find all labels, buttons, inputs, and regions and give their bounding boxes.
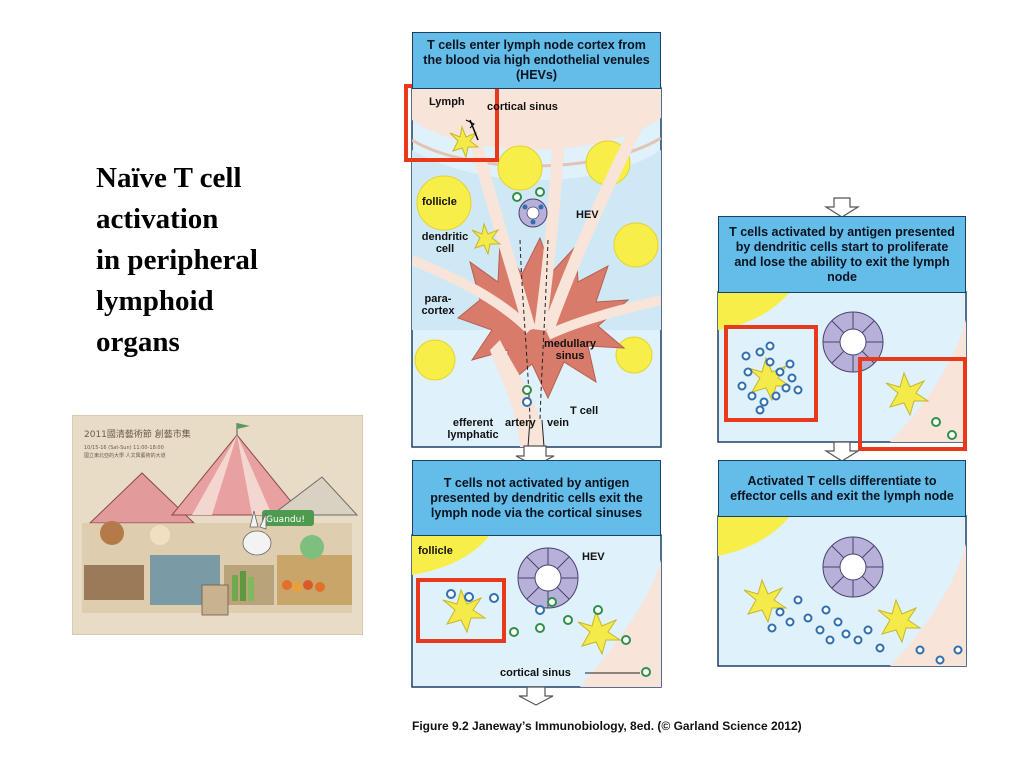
figure-caption: Figure 9.2 Janeway’s Immunobiology, 8ed.… bbox=[412, 719, 802, 733]
label-efferent-lymphatic: efferent lymphatic bbox=[447, 417, 499, 441]
title-line-4: lymphoid bbox=[96, 285, 214, 317]
arrow-bottom-exit bbox=[518, 686, 554, 706]
label-artery: artery bbox=[505, 417, 536, 429]
label-follicle: follicle bbox=[422, 196, 457, 208]
poster-sign-text: Guandu! bbox=[266, 515, 305, 525]
title-line-5: organs bbox=[96, 326, 180, 358]
bottom-left-panel-diagram bbox=[411, 534, 662, 688]
arrow-right-mid bbox=[823, 441, 861, 462]
title-line-3: in peripheral bbox=[96, 244, 258, 276]
label-medullary-sinus: medullary sinus bbox=[544, 338, 596, 362]
label-follicle-2: follicle bbox=[418, 545, 453, 557]
follicle-shape bbox=[416, 175, 472, 231]
top-panel-diagram bbox=[411, 87, 662, 448]
label-cortical-sinus: cortical sinus bbox=[487, 101, 558, 113]
label-dendritic-cell: dendritic cell bbox=[421, 231, 469, 255]
slide-title: Naïve T cell activation in peripheral ly… bbox=[96, 158, 326, 363]
highlight-box-exit bbox=[858, 357, 967, 451]
label-hev-2: HEV bbox=[582, 551, 605, 563]
label-paracortex: para-cortex bbox=[421, 293, 455, 317]
label-lymph: Lymph bbox=[429, 96, 465, 108]
label-hev: HEV bbox=[576, 209, 599, 221]
right-top-panel-diagram bbox=[717, 291, 967, 443]
title-line-1: Naïve T cell bbox=[96, 162, 242, 194]
right-bottom-panel-header: Activated T cells differentiate to effec… bbox=[718, 460, 966, 517]
poster-sub-line-2: 國立東北亞的大學 人文興藝術的大道 bbox=[84, 452, 166, 459]
bottom-left-panel-header: T cells not activated by antigen present… bbox=[412, 460, 661, 536]
arrow-into-right-column bbox=[823, 197, 861, 218]
poster-header-text: 2011國清藝術節 創藝市集 bbox=[84, 428, 191, 440]
market-poster-image: 2011國清藝術節 創藝市集 10/15-16 (Sat-Sun) 11:00-… bbox=[72, 415, 363, 635]
label-vein: vein bbox=[547, 417, 570, 429]
title-line-2: activation bbox=[96, 203, 219, 235]
right-bottom-panel-diagram bbox=[717, 515, 967, 667]
label-t-cell: T cell bbox=[570, 405, 599, 417]
label-cortical-sinus-2: cortical sinus bbox=[500, 667, 571, 679]
highlight-box-proliferation bbox=[724, 325, 818, 422]
right-top-panel-header: T cells activated by antigen presented b… bbox=[718, 216, 966, 293]
highlight-box-dendritic-cell bbox=[416, 578, 506, 643]
top-panel-header: T cells enter lymph node cortex from the… bbox=[412, 32, 661, 89]
poster-sub-line-1: 10/15-16 (Sat-Sun) 11:00-18:00 bbox=[84, 445, 164, 451]
